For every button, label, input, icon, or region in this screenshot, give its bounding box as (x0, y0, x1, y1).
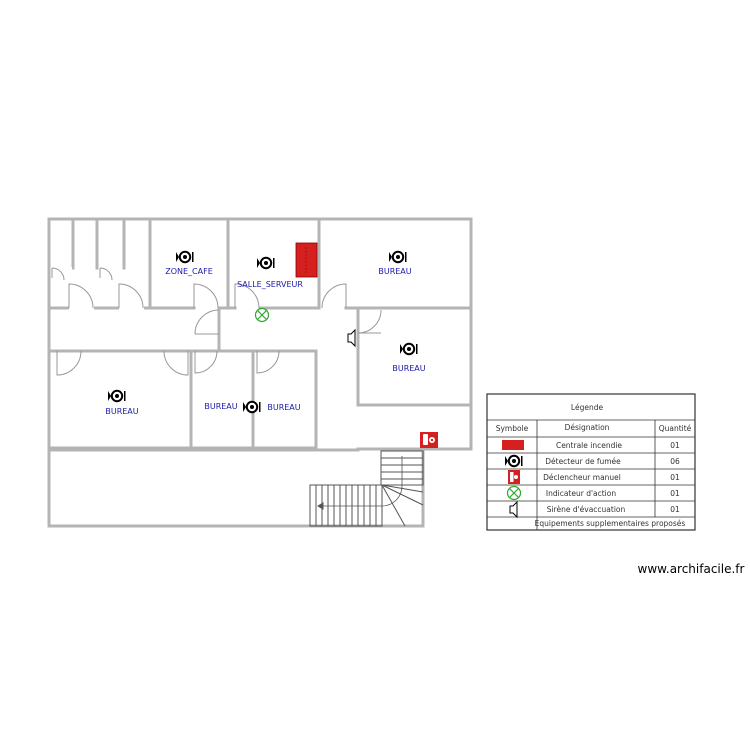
room-label-bureau-top-right: BUREAU (378, 267, 411, 276)
manual-call-point-icon (508, 470, 520, 484)
smoke-detector-icon (242, 400, 262, 414)
legend-row-quantity: 01 (670, 441, 680, 450)
smoke-detector-icon (504, 454, 524, 468)
staircase (309, 450, 424, 527)
smoke-detector-icon (388, 250, 408, 264)
legend-row-quantity: 06 (670, 457, 680, 466)
smoke-detectors (107, 250, 419, 414)
legend-row-designation: Indicateur d'action (546, 489, 616, 498)
watermark: www.archifacile.fr (638, 562, 745, 576)
action-indicator-icon (254, 307, 270, 323)
legend-row-designation: Sirène d'évaccuation (547, 505, 626, 514)
manual-call-point-icon (420, 432, 438, 448)
walls (47, 217, 473, 528)
evacuation-siren-icon (509, 500, 518, 519)
smoke-detector-icon (107, 389, 127, 403)
smoke-detector-icon (399, 342, 419, 356)
room-label-bureau-right: BUREAU (392, 364, 425, 373)
action-indicator-icon (506, 485, 522, 501)
legend-row-designation: Détecteur de fumée (545, 457, 621, 466)
evacuation-siren-icon (347, 328, 356, 348)
room-label-bureau-mid-b: BUREAU (267, 403, 300, 412)
legend-row-designation: Centrale incendie (556, 441, 622, 450)
smoke-detector-icon (256, 256, 276, 270)
legend-row-designation: Déclencheur manuel (543, 473, 621, 482)
room-labels: ZONE_CAFE SALLE_SERVEUR BUREAU BUREAU BU… (105, 267, 425, 416)
smoke-detector-icon (175, 250, 195, 264)
legend-table: Légende Symbole Désignation Quantité Cen… (486, 393, 696, 531)
legend-header-quantity: Quantité (659, 424, 692, 433)
legend-row-quantity: 01 (670, 473, 680, 482)
room-label-bureau-left: BUREAU (105, 407, 138, 416)
room-label-salle-serveur: SALLE_SERVEUR (237, 280, 303, 289)
legend-footer: Equipements supplementaires proposés (535, 519, 686, 528)
legend-title: Légende (571, 403, 604, 412)
legend-header-symbol: Symbole (496, 424, 529, 433)
room-label-zone-cafe: ZONE_CAFE (165, 267, 213, 276)
legend-header-designation: Désignation (565, 423, 610, 432)
fire-control-panel-icon (502, 440, 524, 450)
legend-row-quantity: 01 (670, 505, 680, 514)
room-label-bureau-mid-a: BUREAU (204, 402, 237, 411)
doors (51, 267, 382, 376)
legend-row-quantity: 01 (670, 489, 680, 498)
fire-control-panel-icon (295, 242, 318, 278)
